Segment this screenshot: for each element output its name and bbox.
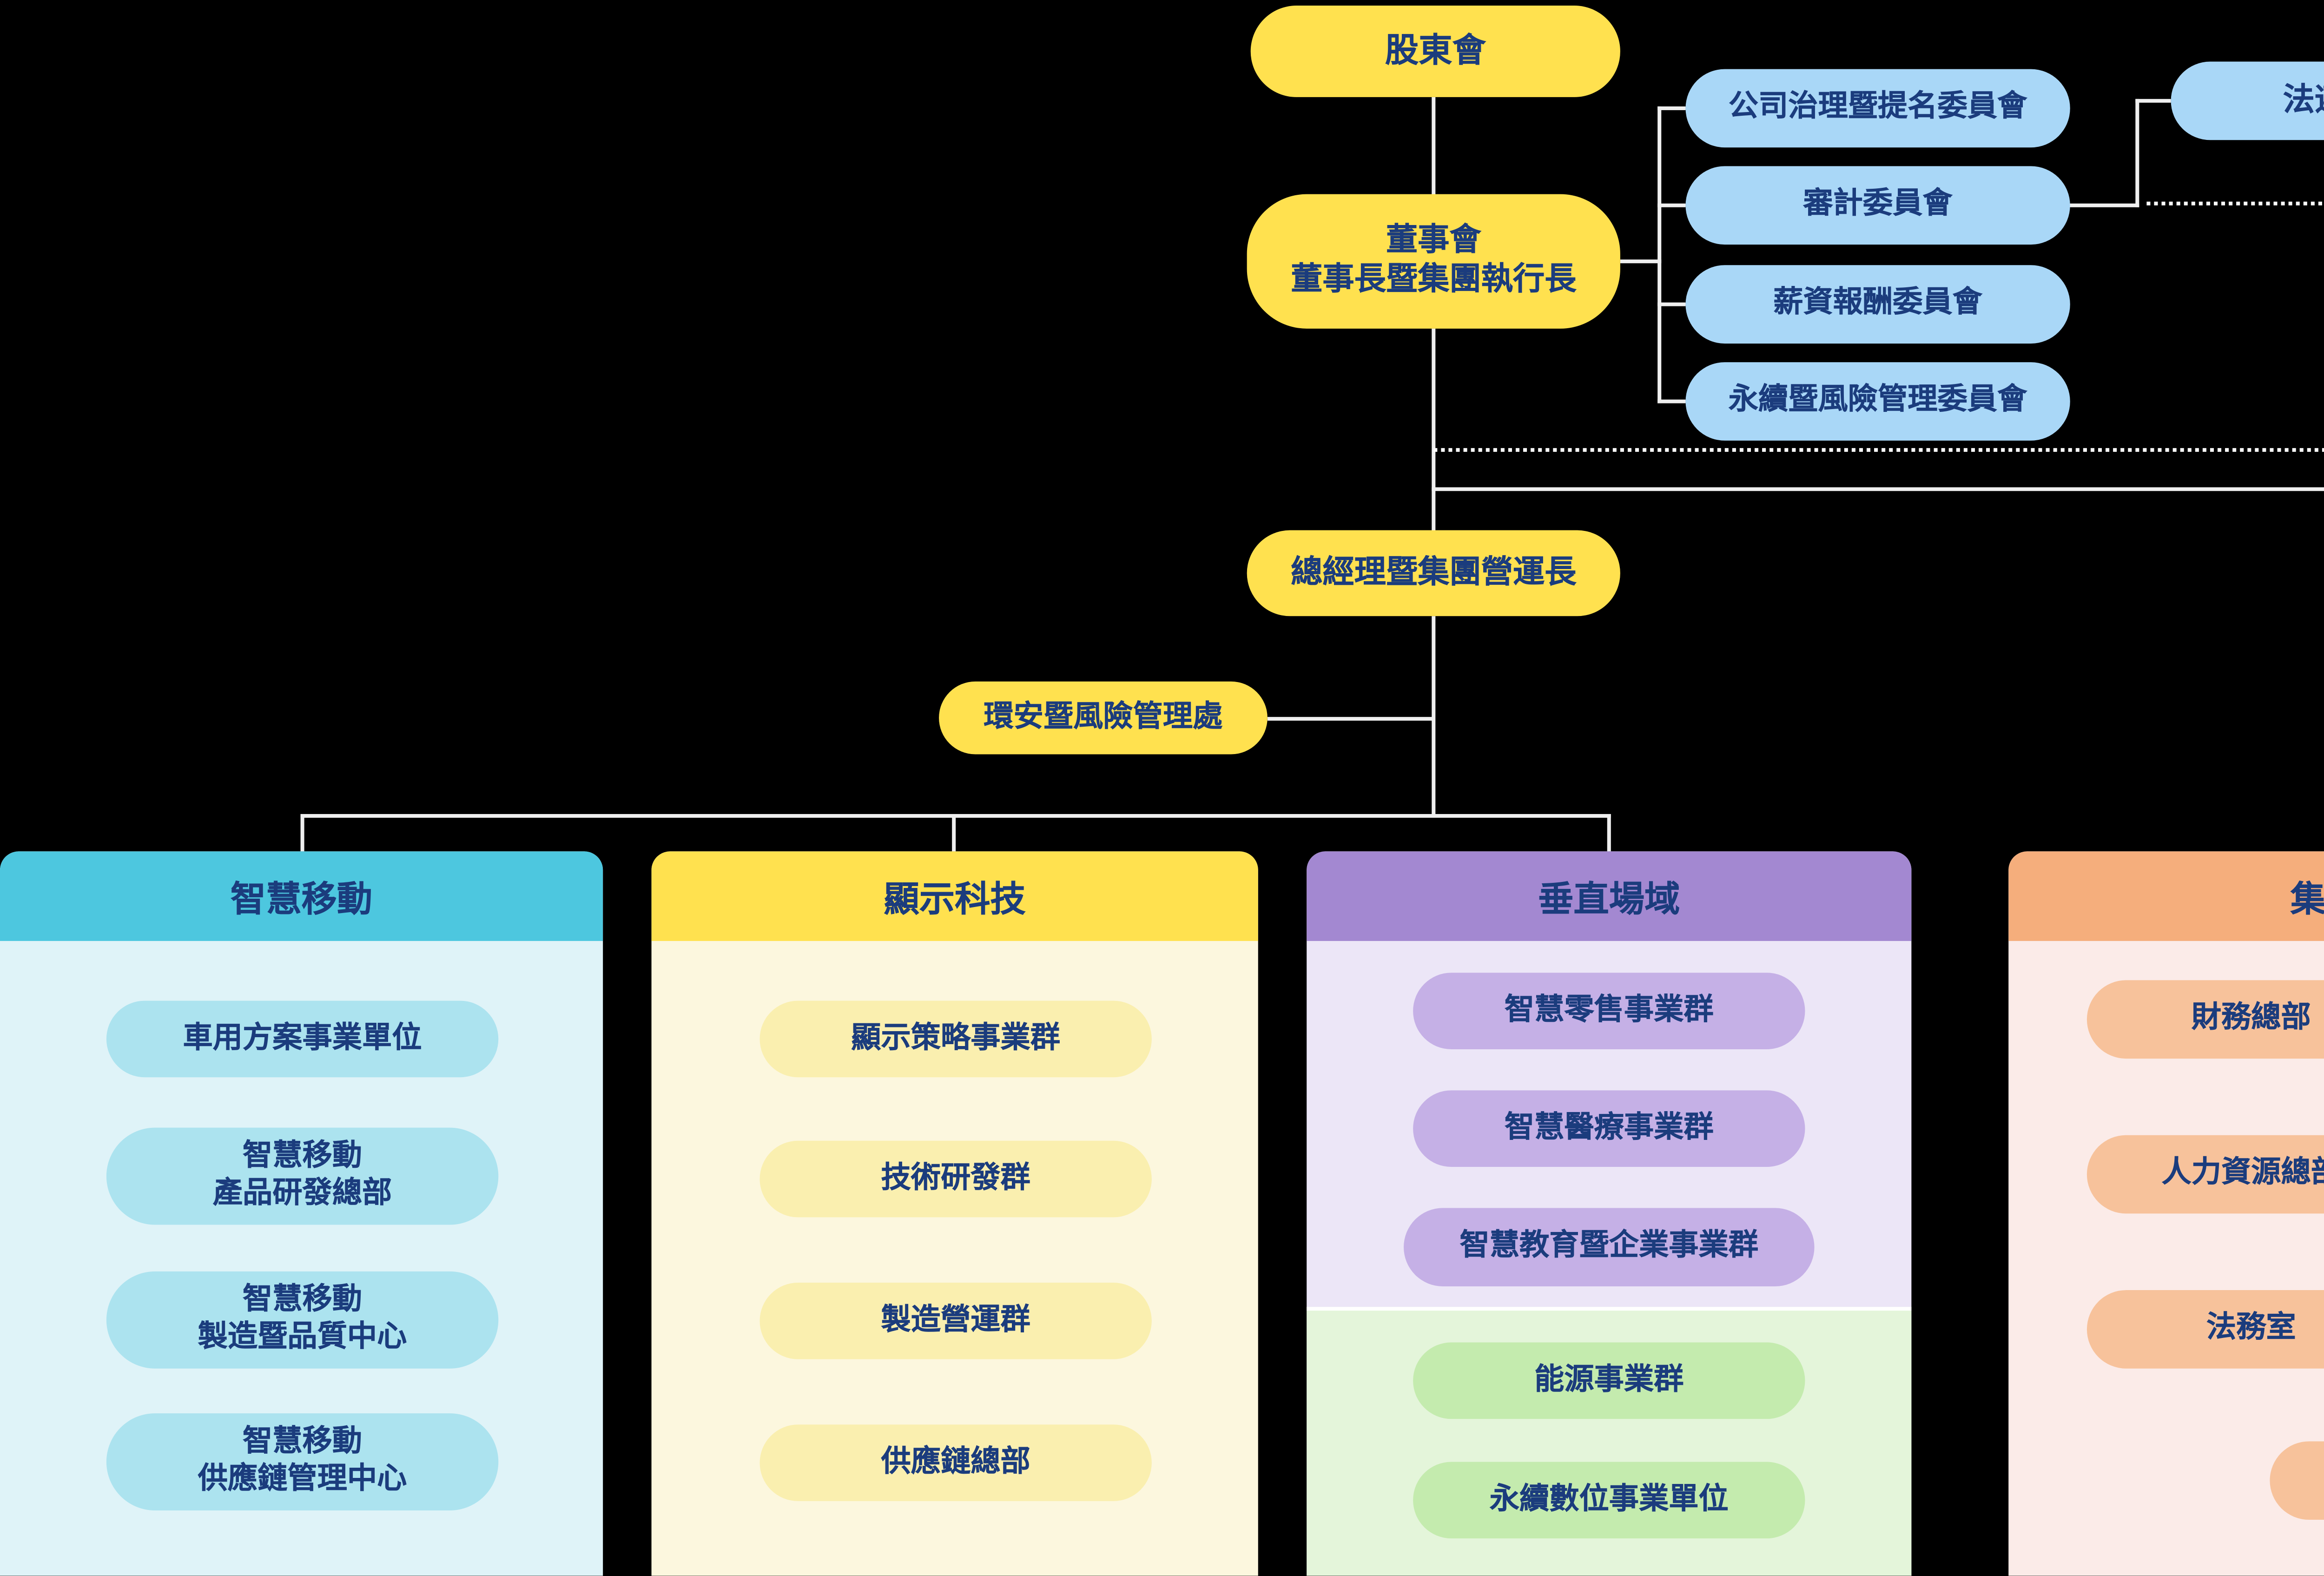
dotted-connector-compliance-horizontal bbox=[1433, 448, 2324, 452]
connector-drop-display-tech bbox=[952, 814, 956, 852]
column-title-group-support: 集團營運支援單位 bbox=[2008, 851, 2324, 941]
connector-board-president bbox=[1432, 328, 1436, 530]
node-sm-mfg-quality: 智慧移動 製造暨品質中心 bbox=[106, 1271, 499, 1369]
node-finance-hq: 財務總部 bbox=[2086, 980, 2324, 1059]
connector-audit-right bbox=[2068, 203, 2139, 207]
connector-stub-governance bbox=[1657, 106, 1686, 110]
node-hr-hq: 人力資源總部 bbox=[2086, 1135, 2324, 1214]
connector-board-bracket-stub bbox=[1620, 259, 1662, 264]
node-display-strategy: 顯示策略事業群 bbox=[759, 1000, 1152, 1078]
connector-distribution bbox=[300, 814, 1611, 818]
connector-president-trunk bbox=[1432, 616, 1436, 818]
node-shareholders: 股東會 bbox=[1250, 6, 1620, 97]
node-sustainable-digital: 永續數位事業單位 bbox=[1413, 1462, 1805, 1539]
column-title-vertical-domains: 垂直場域 bbox=[1307, 851, 1912, 941]
node-manufacturing-ops: 製造營運群 bbox=[759, 1282, 1152, 1359]
dotted-connector-audit-right-edge bbox=[2146, 201, 2324, 205]
node-tech-rnd: 技術研發群 bbox=[759, 1140, 1152, 1218]
connector-branch-support-horizontal bbox=[1432, 487, 2324, 491]
node-smart-education-enterprise: 智慧教育暨企業事業群 bbox=[1404, 1208, 1815, 1287]
node-committee-compensation: 薪資報酬委員會 bbox=[1685, 265, 2070, 344]
node-smart-medical: 智慧醫療事業群 bbox=[1413, 1090, 1805, 1167]
connector-shareholders-board bbox=[1432, 97, 1436, 196]
node-sm-product-rnd: 智慧移動 產品研發總部 bbox=[106, 1127, 499, 1225]
node-board: 董事會 董事長暨集團執行長 bbox=[1247, 194, 1620, 329]
node-energy: 能源事業群 bbox=[1413, 1342, 1805, 1419]
column-title-smart-mobility: 智慧移動 bbox=[0, 851, 603, 941]
node-supply-chain-hq: 供應鏈總部 bbox=[759, 1424, 1152, 1501]
node-committee-governance: 公司治理暨提名委員會 bbox=[1685, 69, 2070, 148]
connector-stub-audit bbox=[1657, 203, 1686, 207]
connector-drop-vertical-domains bbox=[1607, 814, 1611, 852]
node-committee-sustainability: 永續暨風險管理委員會 bbox=[1685, 362, 2070, 441]
node-president: 總經理暨集團營運長 bbox=[1247, 530, 1620, 616]
node-chief-compliance: 法遵總顧問 bbox=[2171, 61, 2324, 140]
connector-stub-compensation bbox=[1657, 302, 1686, 306]
node-legal-office: 法務室 bbox=[2086, 1290, 2324, 1369]
node-sm-supply-chain: 智慧移動 供應鏈管理中心 bbox=[106, 1413, 499, 1510]
connector-to-compliance bbox=[2135, 99, 2171, 103]
connector-committee-bracket bbox=[1657, 106, 1662, 404]
node-smart-retail: 智慧零售事業群 bbox=[1413, 973, 1805, 1049]
column-group-support: 集團營運支援單位 bbox=[2008, 851, 2324, 1576]
connector-drop-smart-mobility bbox=[300, 814, 304, 852]
node-automotive-solutions: 車用方案事業單位 bbox=[106, 1000, 499, 1078]
connector-esh-stub bbox=[1267, 717, 1434, 721]
node-committee-audit: 審計委員會 bbox=[1685, 166, 2070, 245]
column-title-display-tech: 顯示科技 bbox=[651, 851, 1258, 941]
connector-audit-compliance-vertical bbox=[2135, 99, 2139, 207]
node-esh-risk: 環安暨風險管理處 bbox=[939, 681, 1268, 755]
connector-stub-sustainability bbox=[1657, 399, 1686, 404]
